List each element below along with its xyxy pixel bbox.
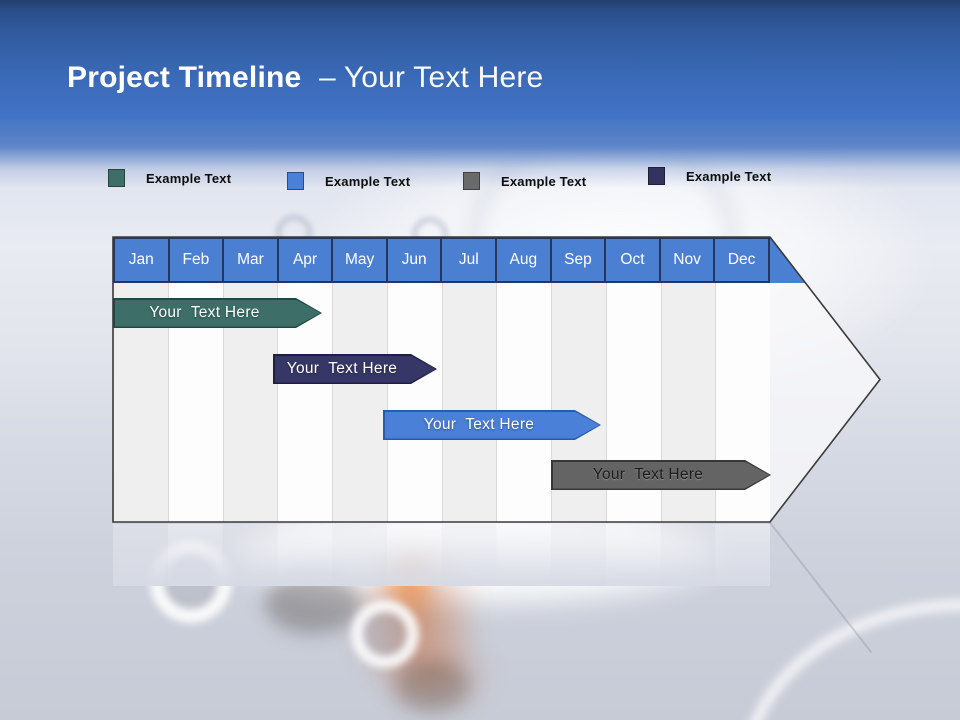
- month-cell-feb[interactable]: Feb: [169, 239, 225, 281]
- grid-column-jun: [387, 283, 442, 522]
- slide-title-light: – Your Text Here: [318, 61, 544, 94]
- legend-label: Example Text: [686, 168, 772, 184]
- timeline-bar-label: Your Text Here: [149, 304, 260, 321]
- background-orange-blur: [350, 615, 520, 720]
- timeline-bar-label: Your Text Here: [592, 466, 704, 483]
- legend-item-3[interactable]: Example Text: [463, 172, 586, 190]
- month-cell-may[interactable]: May: [333, 239, 388, 281]
- month-cell-apr[interactable]: Apr: [278, 239, 334, 281]
- timeline-bar-label: Your Text Here: [423, 416, 535, 433]
- legend-label: Example Text: [146, 170, 232, 186]
- slide-title-bold: Project Timeline: [67, 61, 302, 94]
- month-cell-sep[interactable]: Sep: [551, 239, 607, 281]
- legend-item-4[interactable]: Example Text: [648, 167, 771, 185]
- grid-column-jul: [441, 283, 498, 522]
- month-cell-jul[interactable]: Jul: [442, 239, 498, 281]
- month-cell-jun[interactable]: Jun: [387, 239, 443, 281]
- background-orange-blur: [370, 535, 450, 635]
- background-spindle-ring: [351, 600, 419, 668]
- background-dark-blur: [395, 660, 470, 712]
- month-cell-oct[interactable]: Oct: [606, 239, 661, 281]
- background-spindle-ring: [150, 541, 232, 623]
- legend-label: Example Text: [325, 173, 411, 189]
- background-orange-blur: [325, 515, 505, 720]
- timeline-bar-label: Your Text Here: [286, 360, 398, 377]
- timeline-bar-4[interactable]: Your Text Here: [551, 460, 771, 490]
- legend-label: Example Text: [501, 173, 587, 189]
- month-cell-dec[interactable]: Dec: [715, 239, 768, 281]
- timeline-bar-2[interactable]: Your Text Here: [273, 354, 437, 384]
- month-cell-jan[interactable]: Jan: [115, 239, 170, 281]
- background-dark-blur: [265, 572, 360, 634]
- legend-swatch: [463, 172, 480, 190]
- timeline-bar-1[interactable]: Your Text Here: [113, 298, 322, 328]
- table-reflection: [113, 524, 770, 586]
- background-white-arc: [740, 600, 960, 720]
- header-band: [0, 0, 960, 188]
- grid-column-may: [332, 283, 388, 522]
- grid-column-aug: [497, 283, 551, 522]
- legend-item-2[interactable]: Example Text: [287, 172, 410, 190]
- month-cell-aug[interactable]: Aug: [497, 239, 552, 281]
- legend-item-1[interactable]: Example Text: [108, 169, 231, 187]
- slide-title[interactable]: Project Timeline – Your Text Here: [67, 61, 543, 95]
- legend-swatch: [287, 172, 304, 190]
- timeline-bar-3[interactable]: Your Text Here: [383, 410, 601, 440]
- month-cell-nov[interactable]: Nov: [660, 239, 716, 281]
- legend-swatch: [648, 167, 665, 185]
- arrow-reflection-line: [769, 521, 873, 654]
- legend: Example Text Example Text Example Text Exam…: [0, 0, 960, 220]
- legend-swatch: [108, 169, 125, 187]
- month-cell-mar[interactable]: Mar: [224, 239, 279, 281]
